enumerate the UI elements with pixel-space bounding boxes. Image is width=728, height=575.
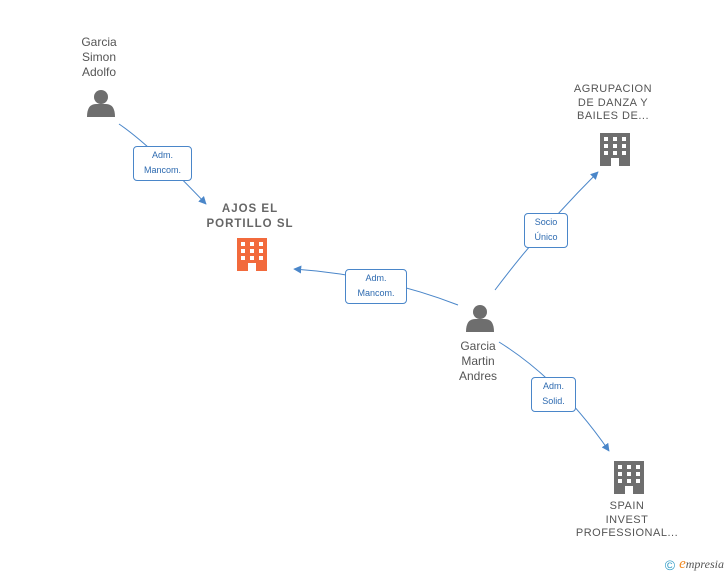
copyright-icon: © (664, 556, 676, 573)
person-icon[interactable] (466, 305, 494, 332)
node-label-garcia-martin-andres[interactable]: Garcia Martin Andres (458, 339, 498, 383)
building-icon[interactable] (237, 238, 267, 271)
edge-label-martin-agrupacion[interactable]: Socio Único (524, 213, 568, 248)
building-icon[interactable] (614, 461, 644, 494)
node-label-agrupacion[interactable]: AGRUPACION DE DANZA Y BAILES DE... (573, 83, 653, 122)
person-icon[interactable] (87, 90, 115, 117)
edge-label-martin-spain[interactable]: Adm. Solid. (531, 377, 576, 412)
building-icon[interactable] (600, 133, 630, 166)
node-label-garcia-simon-adolfo[interactable]: Garcia Simon Adolfo (81, 35, 117, 79)
edge-label-martin-ajos[interactable]: Adm. Mancom. (345, 269, 407, 304)
edge-label-simon-ajos[interactable]: Adm. Mancom. (133, 146, 192, 181)
footer-branding: © empresia (665, 556, 724, 573)
brand-logo[interactable]: empresia (679, 556, 724, 572)
node-label-ajos-el-portillo[interactable]: AJOS EL PORTILLO SL (206, 203, 294, 230)
node-label-spain-invest[interactable]: SPAIN INVEST PROFESSIONAL... (575, 500, 679, 539)
